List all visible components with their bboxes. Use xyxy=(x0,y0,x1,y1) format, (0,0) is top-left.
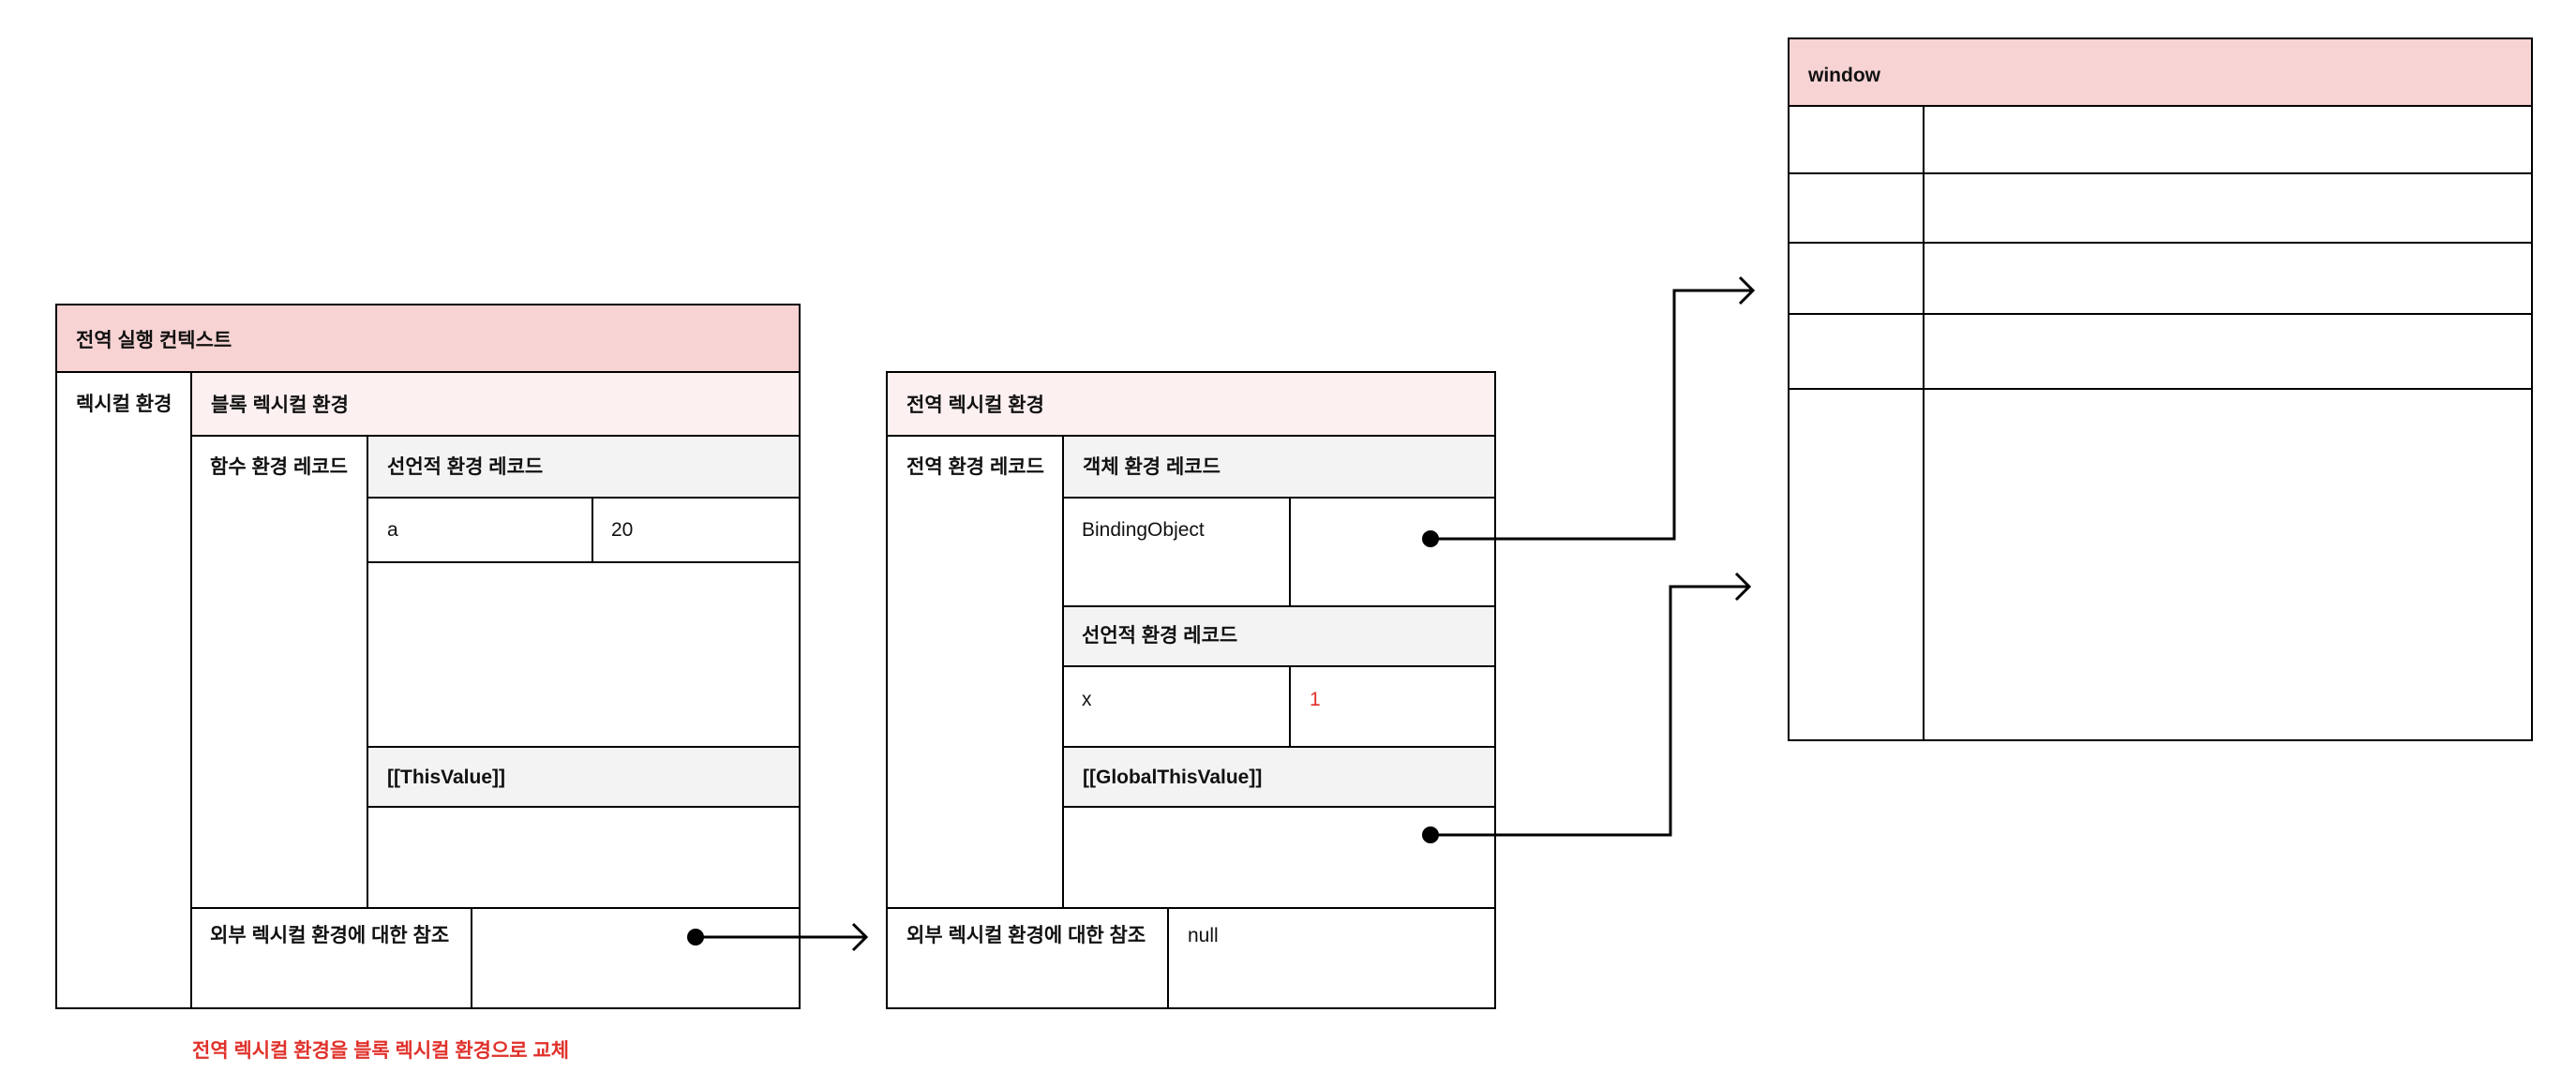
binding-a-value: 20 xyxy=(611,519,634,541)
window-row-divider xyxy=(1790,313,2531,315)
block-lexical-env-header: 블록 렉시컬 환경 xyxy=(192,373,799,437)
gec-outer-ref-label: 외부 렉시컬 환경에 대한 참조 xyxy=(210,925,450,946)
binding-object-label: BindingObject xyxy=(1082,519,1205,541)
function-env-record-label: 함수 환경 레코드 xyxy=(210,456,348,478)
outer-ref-dot xyxy=(687,929,704,946)
window-object: window xyxy=(1788,37,2533,741)
gec-declarative-record-header: 선언적 환경 레코드 xyxy=(368,437,799,499)
global-this-dot xyxy=(1422,826,1439,843)
global-this-arrow-head xyxy=(1734,572,1752,602)
lexical-env-label: 렉시컬 환경 xyxy=(76,394,172,415)
gec-header: 전역 실행 컨텍스트 xyxy=(57,305,799,373)
window-title: window xyxy=(1808,65,1880,86)
window-column-divider xyxy=(1923,107,1925,741)
object-env-record-header: 객체 환경 레코드 xyxy=(1064,437,1494,499)
this-value-label: [[ThisValue]] xyxy=(387,767,506,788)
window-row-divider xyxy=(1790,242,2531,244)
global-this-value-label: [[GlobalThisValue]] xyxy=(1083,767,1263,788)
binding-object-dot xyxy=(1422,530,1439,547)
global-lexical-environment: 전역 렉시컬 환경 전역 환경 레코드 객체 환경 레코드 BindingObj… xyxy=(886,371,1496,1009)
this-value-header: [[ThisValue]] xyxy=(368,746,799,808)
binding-x-name: x xyxy=(1082,689,1092,710)
object-env-record-title: 객체 환경 레코드 xyxy=(1083,456,1221,478)
global-env-record-label: 전역 환경 레코드 xyxy=(906,456,1044,478)
gle-outer-ref-value: null xyxy=(1188,925,1219,946)
gle-title: 전역 렉시컬 환경 xyxy=(906,395,1044,416)
gle-declarative-record-header: 선언적 환경 레코드 xyxy=(1064,605,1494,667)
global-execution-context: 전역 실행 컨텍스트 렉시컬 환경 블록 렉시컬 환경 함수 환경 레코드 선언… xyxy=(55,304,801,1009)
binding-object-arrow-head xyxy=(1738,275,1756,305)
window-row-divider xyxy=(1790,388,2531,390)
binding-x-value: 1 xyxy=(1310,689,1321,710)
window-header: window xyxy=(1790,39,2531,107)
binding-object-arrow xyxy=(1430,289,1753,541)
gle-declarative-record-title: 선언적 환경 레코드 xyxy=(1082,625,1238,647)
gle-outer-ref-label: 외부 렉시컬 환경에 대한 참조 xyxy=(906,925,1146,946)
block-lexical-env-title: 블록 렉시컬 환경 xyxy=(211,395,349,416)
window-row-divider xyxy=(1790,172,2531,174)
global-this-arrow xyxy=(1430,585,1749,837)
global-this-value-header: [[GlobalThisValue]] xyxy=(1064,746,1494,808)
binding-a-name: a xyxy=(387,519,398,541)
gec-title: 전역 실행 컨텍스트 xyxy=(76,330,232,351)
outer-ref-arrow-head xyxy=(851,922,869,952)
replacement-note: 전역 렉시컬 환경을 블록 렉시컬 환경으로 교체 xyxy=(192,1040,570,1062)
gec-declarative-record-title: 선언적 환경 레코드 xyxy=(387,456,544,478)
gle-header: 전역 렉시컬 환경 xyxy=(888,373,1494,437)
